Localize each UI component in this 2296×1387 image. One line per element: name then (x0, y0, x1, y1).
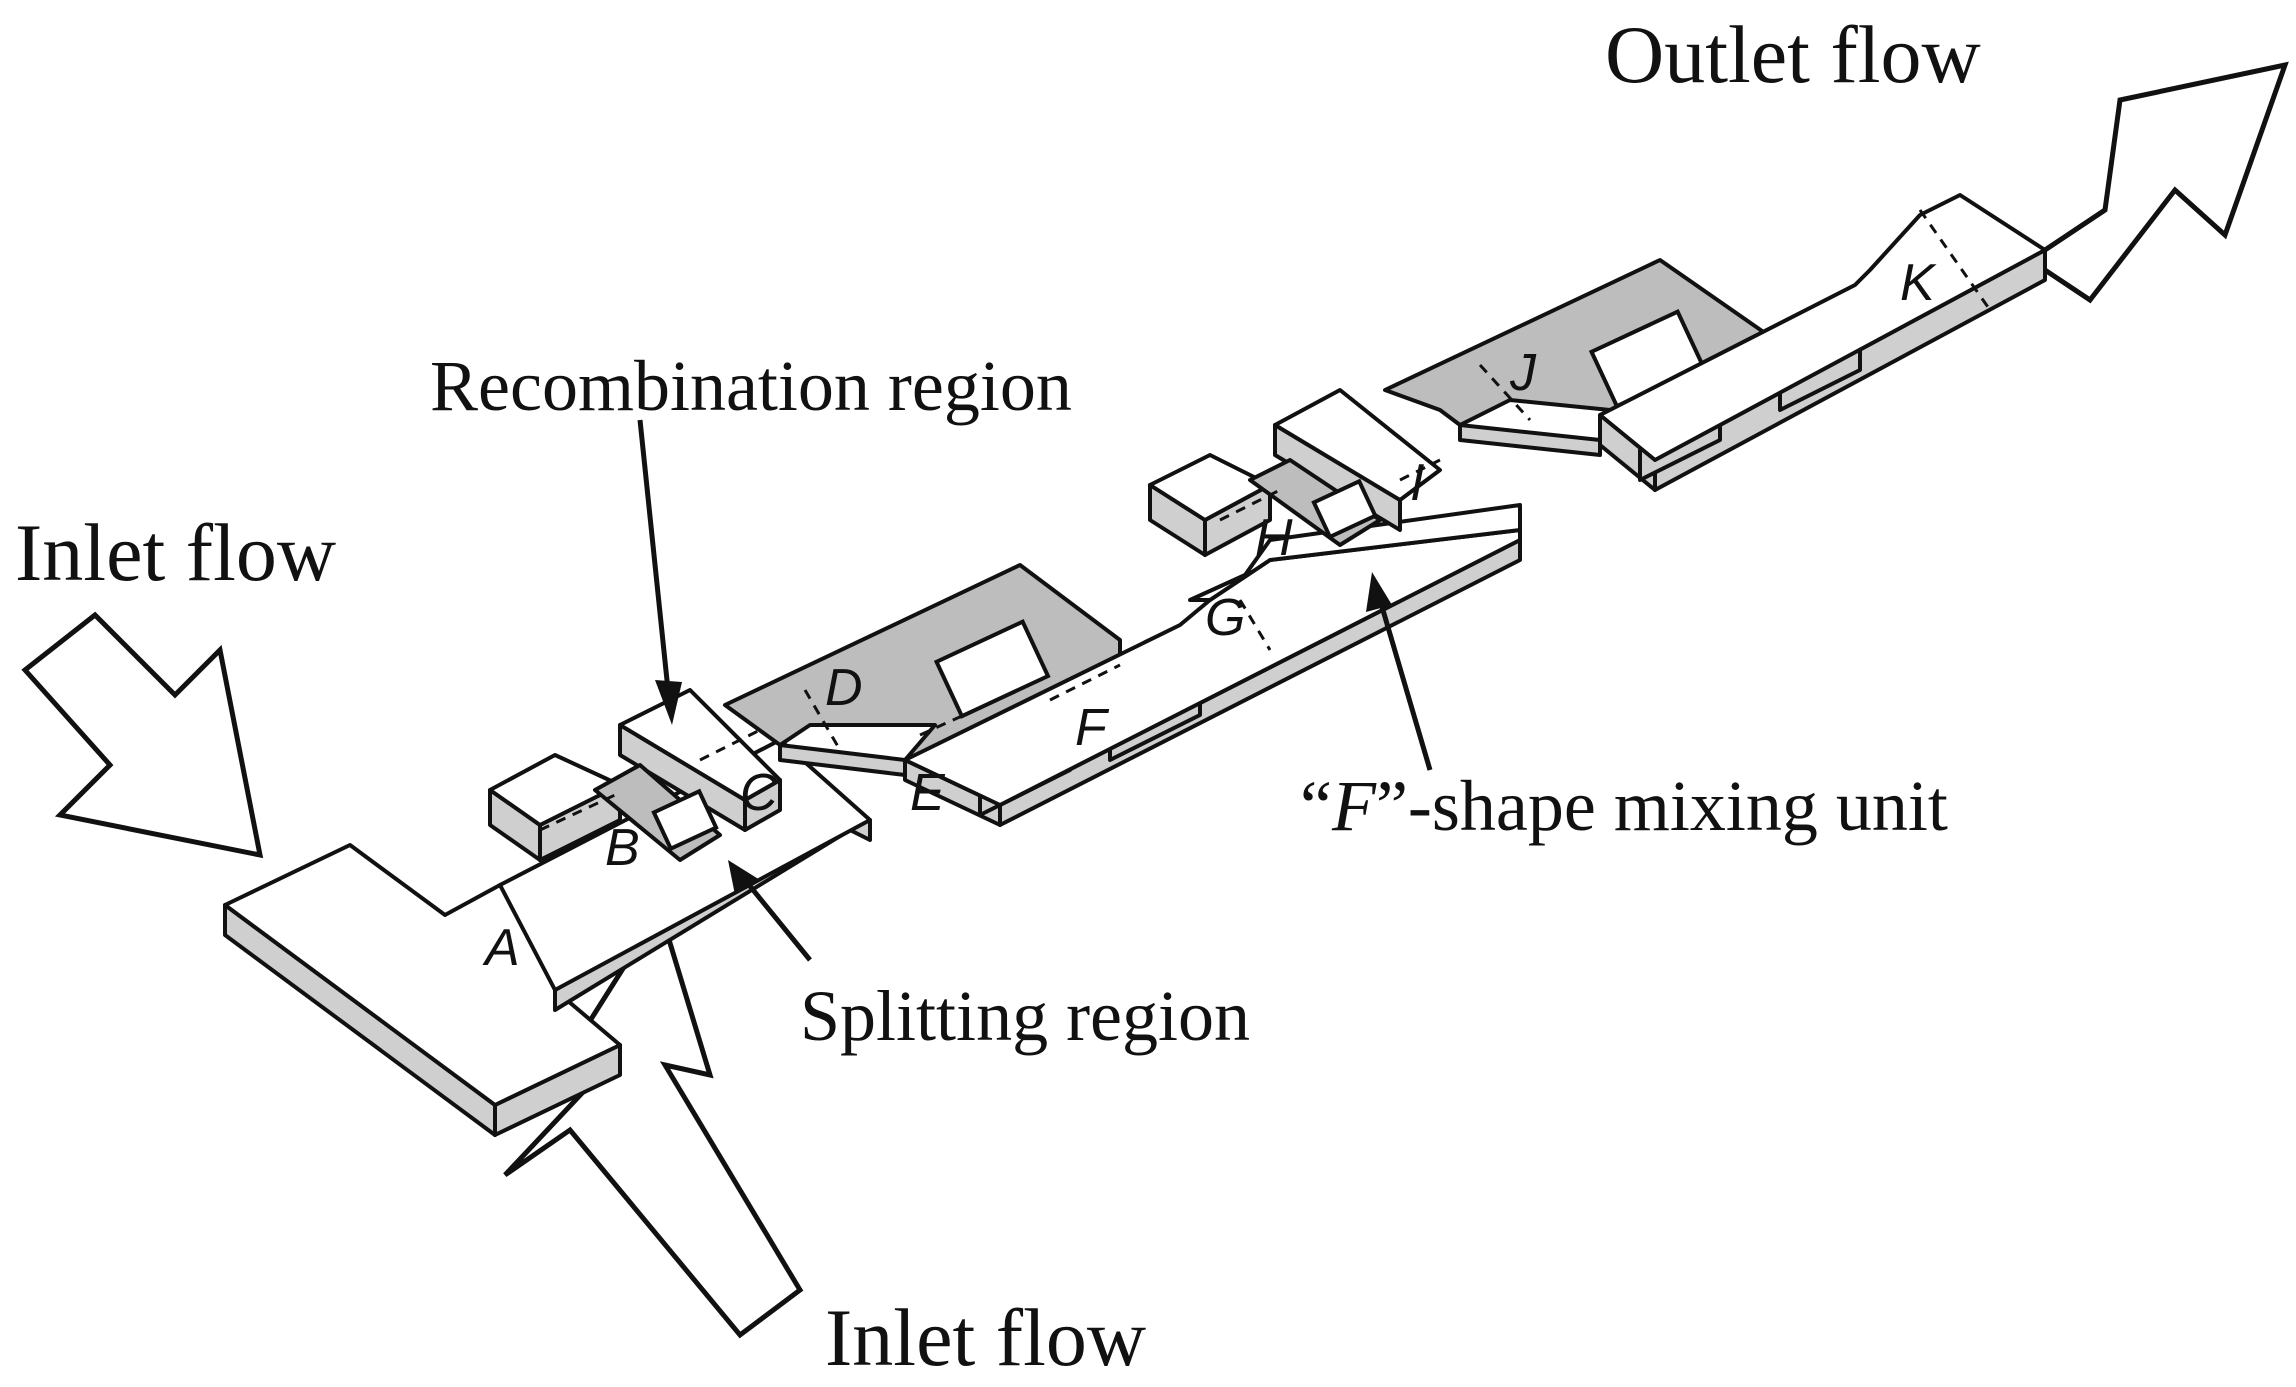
recombination-region-label: Recombination region (430, 346, 1072, 426)
splitting-region-label: Splitting region (800, 976, 1250, 1056)
f-shape-unit-1 (723, 563, 1122, 777)
inlet-flow-label-bottom: Inlet flow (825, 1292, 1146, 1383)
point-label-b: B (605, 819, 640, 877)
second-split-blocks (1148, 388, 1442, 557)
outlet-channel (1598, 193, 2047, 492)
point-label-k: K (1900, 254, 1937, 312)
point-label-e: E (910, 764, 946, 822)
point-label-f: F (1075, 699, 1110, 757)
inlet-flow-label-left: Inlet flow (15, 507, 336, 598)
split-branch-block (488, 753, 622, 862)
point-label-a: A (482, 919, 520, 977)
point-label-i: I (1410, 454, 1424, 512)
point-label-c: C (740, 764, 778, 822)
point-label-g: G (1205, 589, 1245, 647)
splitting-pointer-icon (743, 878, 812, 962)
pointer-arrows (637, 419, 1433, 962)
inlet-arrow-bottom-icon (503, 904, 804, 1339)
f-shape-mixing-unit-label: “F”-shape mixing unit (1300, 766, 1948, 846)
point-label-d: D (825, 659, 863, 717)
outlet-arrow-icon (2025, 61, 2289, 304)
inlet-arrow-left-icon (21, 611, 264, 859)
mixing-channel-1 (903, 503, 1522, 827)
outlet-flow-label: Outlet flow (1605, 9, 1981, 100)
point-label-h: H (1255, 509, 1293, 567)
f-shape-pointer-icon (1377, 599, 1433, 771)
recombination-block (593, 688, 782, 862)
cross-section-markers (498, 209, 1992, 991)
recombination-pointer-icon (637, 419, 671, 691)
point-label-j: J (1509, 344, 1537, 402)
point-labels: A B C D E F G H I J K (482, 254, 1937, 977)
